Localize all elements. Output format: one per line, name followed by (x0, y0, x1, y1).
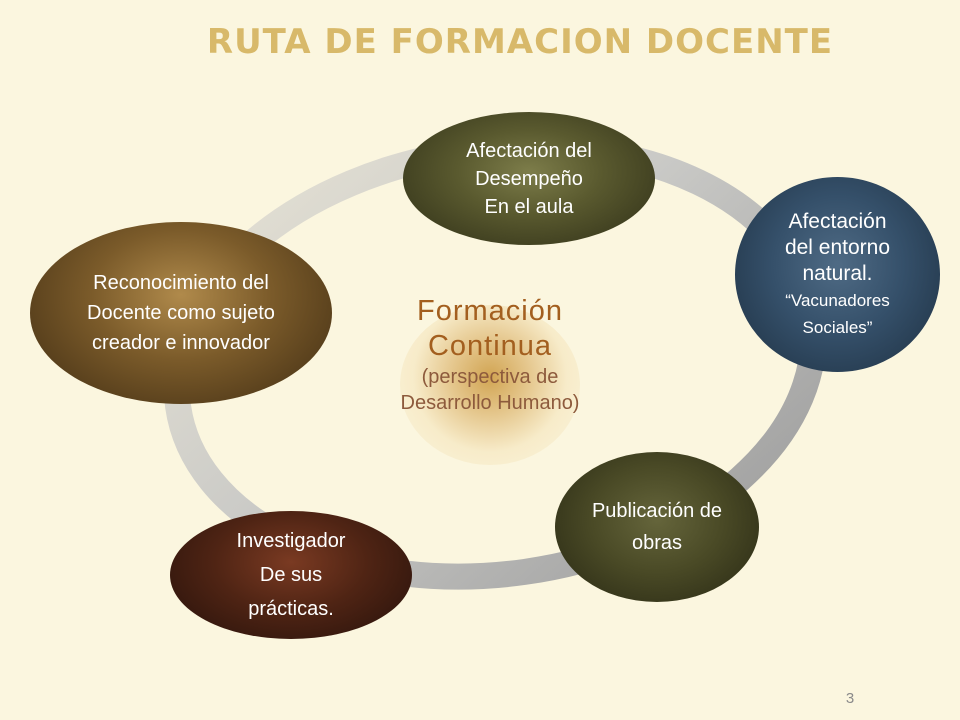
node-investigador-line-3: prácticas. (248, 598, 334, 620)
page-number: 3 (845, 690, 855, 707)
center-glow (400, 305, 580, 465)
node-entorno-line-4: “Vacunadores (785, 290, 890, 310)
node-entorno-line-3: natural. (802, 261, 873, 285)
node-desempeno-line-1: Afectación del (466, 139, 592, 162)
node-afectacion-entorno: Afectación del entorno natural. “Vacunad… (735, 177, 940, 372)
center-line-3: (perspectiva de (421, 366, 559, 388)
node-reconocimiento-docente: Reconocimiento del Docente como sujeto c… (30, 222, 332, 404)
node-desempeno-line-2: Desempeño (475, 167, 583, 190)
node-reconocimiento-line-1: Reconocimiento del (93, 272, 269, 294)
node-entorno-line-5: Sociales” (802, 317, 873, 337)
node-entorno-line-2: del entorno (784, 235, 891, 259)
center-line-1: Formación (417, 295, 563, 327)
center-line-4: Desarrollo Humano) (400, 392, 580, 414)
node-reconocimiento-line-3: creador e innovador (92, 332, 270, 354)
center-line-2: Continua (427, 330, 553, 362)
node-reconocimiento-line-2: Docente como sujeto (87, 302, 275, 324)
node-investigador-line-2: De sus (259, 564, 323, 586)
slide-title: RUTA DE FORMACION DOCENTE (206, 22, 834, 62)
center-label: Formación Continua (perspectiva de Desar… (340, 294, 640, 416)
node-investigador-line-1: Investigador (236, 530, 346, 552)
node-publicacion-line-2: obras (631, 532, 683, 554)
node-desempeno-line-3: En el aula (484, 195, 574, 218)
node-publicacion-obras: Publicación de obras (555, 452, 759, 602)
node-investigador-practicas: Investigador De sus prácticas. (170, 511, 412, 639)
node-publicacion-line-1: Publicación de (591, 500, 723, 522)
node-afectacion-desempeno: Afectación del Desempeño En el aula (403, 112, 655, 245)
node-entorno-line-1: Afectación (788, 209, 887, 233)
